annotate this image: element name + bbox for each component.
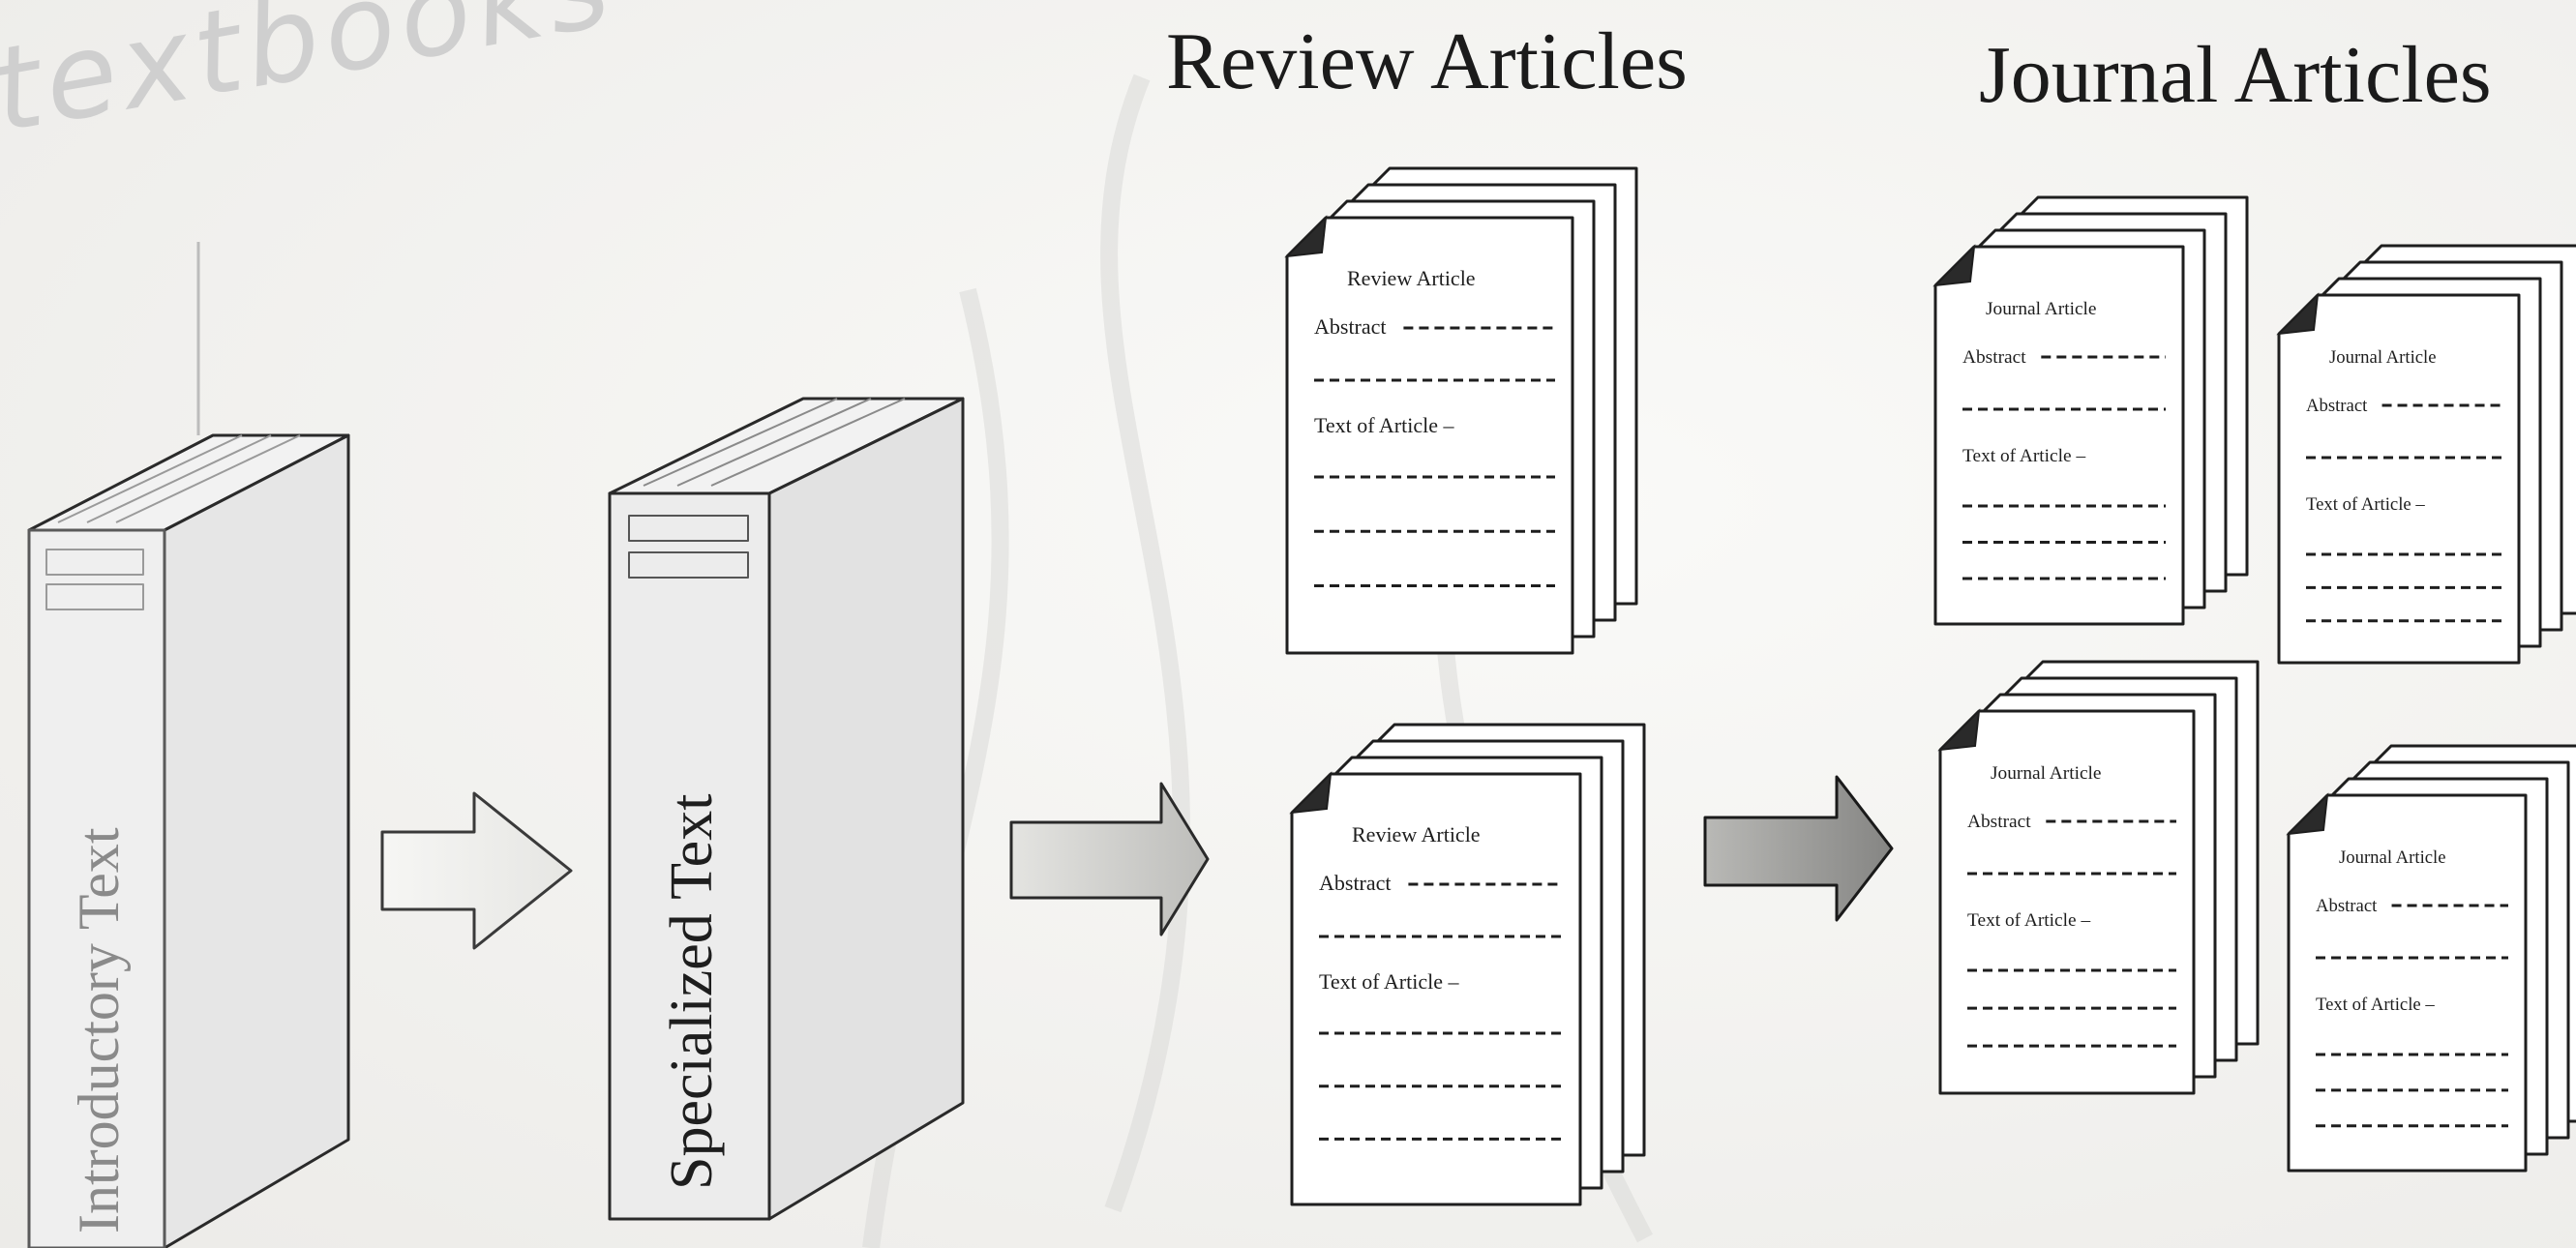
specialized-text-book	[608, 397, 965, 1221]
journal-article-title: Journal Article	[2339, 847, 2446, 868]
abstract-label: Abstract	[1319, 871, 1392, 895]
arrow-2	[1009, 782, 1210, 936]
review-article-title: Review Article	[1352, 822, 1481, 847]
text-of-article-label: Text of Article –	[1314, 413, 1454, 437]
text-of-article-label: Text of Article –	[2306, 494, 2425, 515]
specialized-text-label: Specialized Text	[659, 794, 725, 1190]
spine-label-top	[45, 549, 144, 576]
abstract-label: Abstract	[1962, 347, 2026, 368]
review-articles-heading: Review Articles	[1166, 16, 1688, 106]
text-of-article-label: Text of Article –	[1319, 969, 1459, 994]
introductory-text-label: Introductory Text	[67, 827, 131, 1233]
page-fold-corner	[2276, 292, 2320, 336]
abstract-label: Abstract	[1967, 812, 2031, 832]
abstract-label: Abstract	[2316, 896, 2378, 916]
book-spine	[608, 491, 771, 1221]
text-of-article-label: Text of Article –	[1967, 910, 2090, 931]
journal-article-title: Journal Article	[1991, 763, 2102, 784]
text-of-article-label: Text of Article –	[2316, 995, 2435, 1015]
arrow-1	[380, 791, 573, 950]
page-fold-corner	[1937, 708, 1981, 752]
spine-label-bottom	[628, 551, 749, 579]
book-spine	[27, 528, 166, 1248]
book-side	[767, 397, 965, 1221]
journal-articles-heading: Journal Articles	[1979, 30, 2492, 120]
page-fold-corner	[1284, 215, 1328, 258]
spine-label-top	[628, 515, 749, 542]
journal-article-title: Journal Article	[1986, 299, 2097, 319]
introductory-text-book	[27, 433, 350, 1248]
abstract-label: Abstract	[2306, 396, 2368, 416]
arrow-3	[1703, 775, 1894, 922]
abstract-label: Abstract	[1314, 314, 1387, 339]
journal-article-title: Journal Article	[2329, 347, 2437, 368]
spine-label-bottom	[45, 583, 144, 610]
text-of-article-label: Text of Article –	[1962, 446, 2085, 466]
review-article-title: Review Article	[1347, 266, 1476, 290]
page-fold-corner	[2286, 792, 2329, 836]
page-fold-corner	[1932, 244, 1976, 287]
page-fold-corner	[1289, 771, 1333, 815]
book-side	[163, 433, 350, 1248]
